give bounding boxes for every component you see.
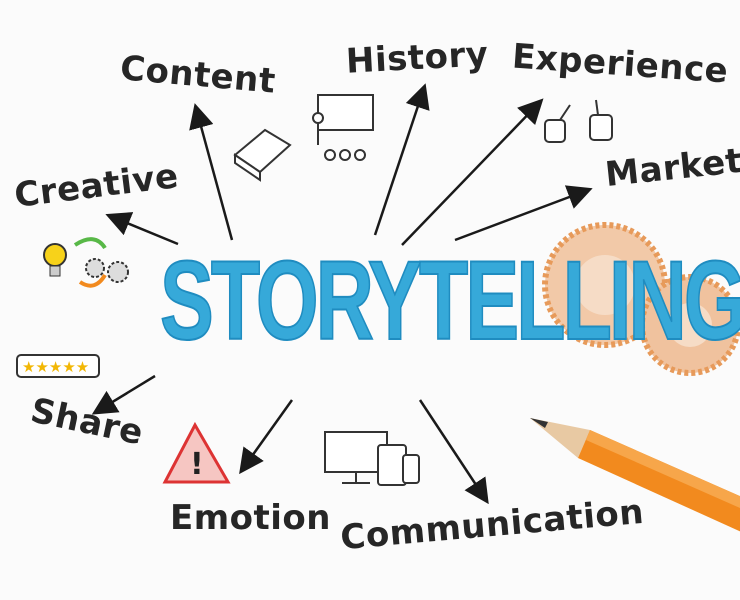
pencil <box>530 418 740 532</box>
devices-icon <box>324 431 420 486</box>
presentation-icon <box>312 94 374 161</box>
thumbs-up-icon <box>544 99 613 143</box>
arrow-share <box>91 374 156 415</box>
label-history: History <box>345 34 490 82</box>
arrow-creative <box>105 212 179 246</box>
arrow-experience <box>401 98 544 246</box>
svg-text:!: ! <box>190 447 204 482</box>
warning-icon: ! <box>162 421 231 484</box>
book-icon <box>233 128 292 182</box>
storytelling-title: STORYTELLING <box>159 237 740 364</box>
star-rating-icon: ★★★★★ <box>16 354 100 378</box>
pencil-shavings <box>542 222 740 376</box>
arrow-content <box>189 103 234 241</box>
arrow-emotion <box>239 399 294 475</box>
lightbulb-gears-icon <box>43 237 129 288</box>
arrow-history <box>373 83 430 236</box>
arrow-communication <box>418 399 489 505</box>
arrow-market <box>454 185 593 242</box>
label-emotion: Emotion <box>170 498 331 538</box>
svg-text:★★★★★: ★★★★★ <box>22 358 89 376</box>
